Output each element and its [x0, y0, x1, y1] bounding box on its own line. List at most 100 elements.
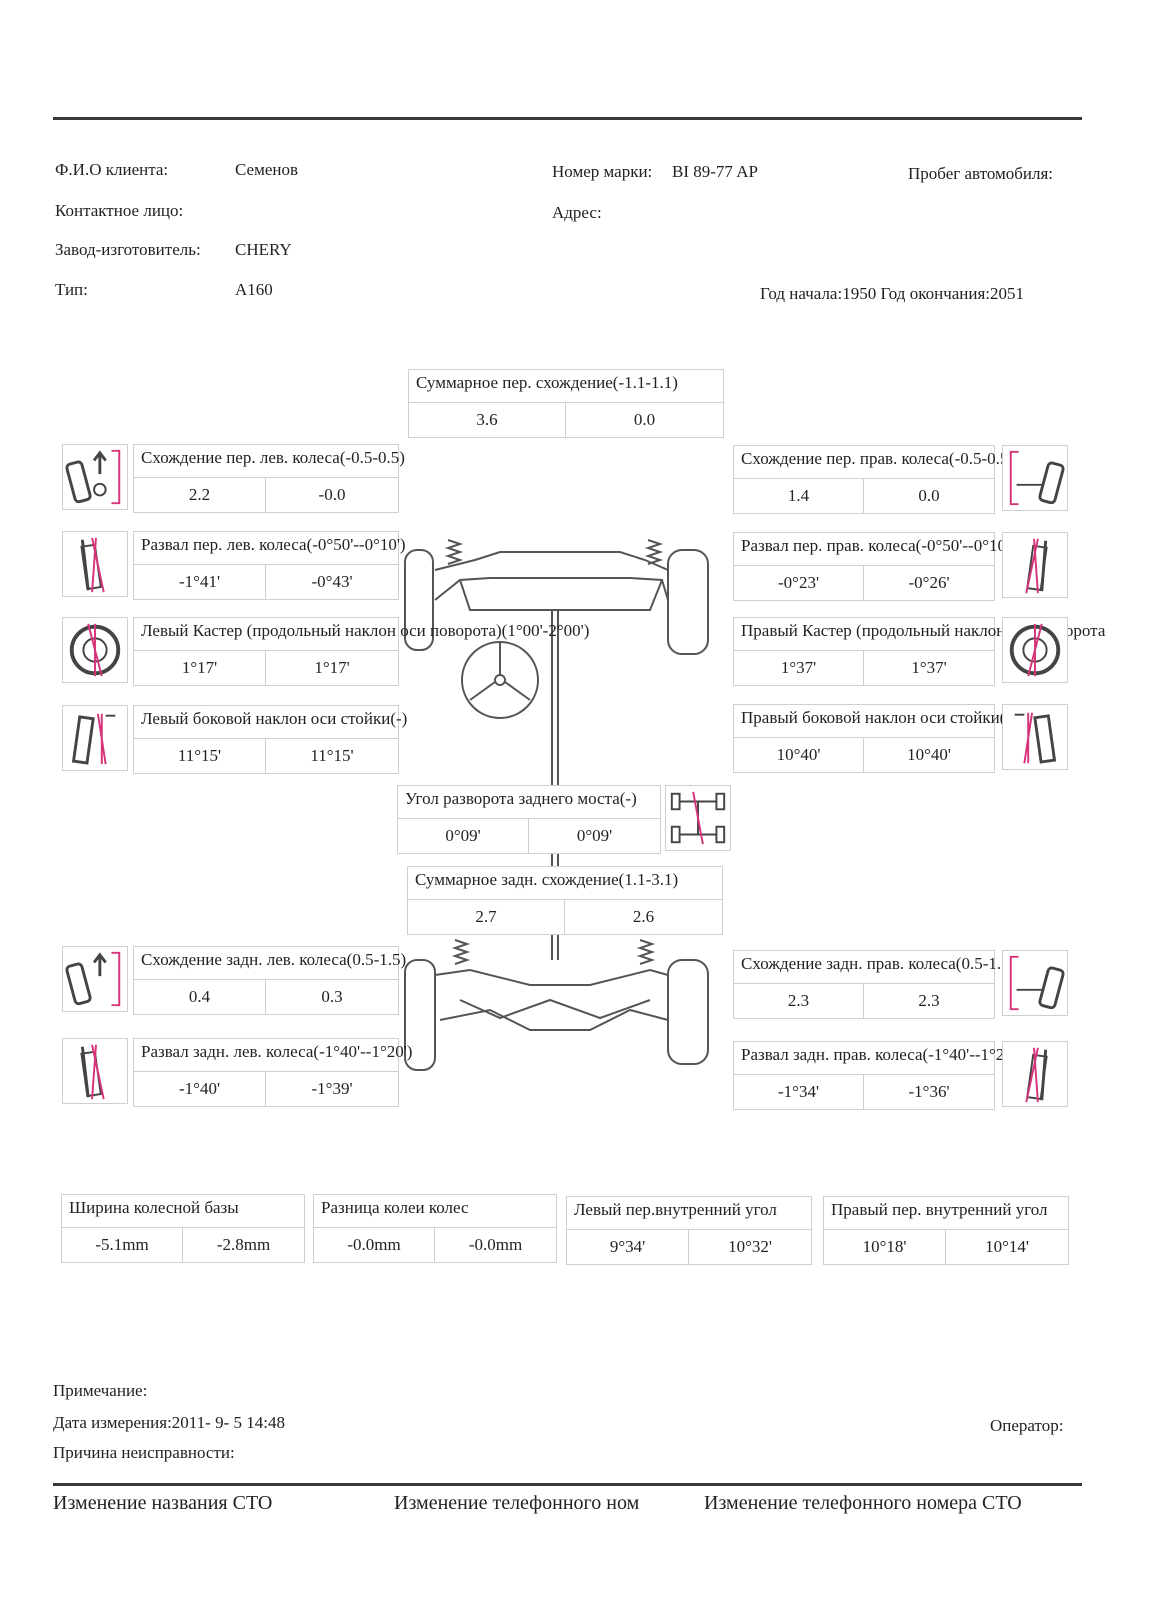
thrust-angle-before: 0°09' [398, 818, 529, 853]
shop-phone-a: Изменение телефонного ном [394, 1492, 640, 1514]
plate-label: Номер марки: [552, 162, 653, 181]
rear-right-camber-box: Развал задн. прав. колеса(-1°40'--1°20')… [733, 1041, 1022, 1110]
thrust-angle-title: Угол разворота заднего моста(-) [405, 789, 637, 808]
rear-left-camber-title: Развал задн. лев. колеса(-1°40'--1°20') [141, 1042, 413, 1061]
left-inner-angle-before: 9°34' [567, 1229, 689, 1264]
front-left-toe-title: Схождение пер. лев. колеса(-0.5-0.5) [141, 448, 405, 467]
left-kpi-title: Левый боковой наклон оси стойки(-) [141, 709, 408, 728]
caster-icon-right [1002, 617, 1068, 683]
front-left-toe-before: 2.2 [134, 477, 266, 512]
type-label: Тип: [55, 280, 88, 299]
rear-total-toe-title: Суммарное задн. схождение(1.1-3.1) [415, 870, 679, 889]
plate-value: BI 89-77 AP [672, 162, 758, 181]
kpi-icon-right [1002, 704, 1068, 770]
rear-left-camber-before: -1°40' [134, 1071, 266, 1106]
rear-right-camber-title: Развал задн. прав. колеса(-1°40'--1°20') [741, 1045, 1022, 1064]
right-inner-angle-after: 10°14' [946, 1229, 1068, 1264]
rear-right-camber-before: -1°34' [734, 1074, 864, 1109]
years-range: Год начала:1950 Год окончания:2051 [760, 284, 1025, 303]
thrust-angle-box: Угол разворота заднего моста(-) 0°09' 0°… [397, 785, 661, 854]
left-caster-box: Левый Кастер (продольный наклон оси пово… [133, 617, 589, 686]
rear-left-camber-after: -1°39' [266, 1071, 398, 1106]
front-total-toe-after: 0.0 [566, 402, 723, 437]
client-value: Семенов [235, 160, 299, 179]
right-caster-before: 1°37' [734, 650, 864, 685]
left-kpi-box: Левый боковой наклон оси стойки(-) 11°15… [133, 705, 407, 774]
thrust-angle-after: 0°09' [529, 818, 660, 853]
client-label: Ф.И.О клиента: [55, 160, 169, 179]
top-rule [53, 117, 1082, 120]
right-caster-after: 1°37' [864, 650, 994, 685]
front-left-camber-title: Развал пер. лев. колеса(-0°50'--0°10') [141, 535, 406, 554]
camber-icon-rear-left [62, 1038, 128, 1104]
rear-total-toe-before: 2.7 [408, 899, 565, 934]
right-inner-angle-box: Правый пер. внутренний угол 10°18' 10°14… [823, 1196, 1069, 1265]
rear-total-toe-box: Суммарное задн. схождение(1.1-3.1) 2.7 2… [407, 866, 723, 935]
front-left-camber-box: Развал пер. лев. колеса(-0°50'--0°10') -… [133, 531, 406, 600]
cause-label: Причина неисправности: [53, 1443, 235, 1462]
front-right-toe-box: Схождение пер. прав. колеса(-0.5-0.5) 1.… [733, 445, 1014, 514]
rear-left-toe-box: Схождение задн. лев. колеса(0.5-1.5) 0.4… [133, 946, 406, 1015]
front-right-camber-box: Развал пер. прав. колеса(-0°50'--0°10') … [733, 532, 1015, 601]
front-right-camber-before: -0°23' [734, 565, 864, 600]
right-inner-angle-before: 10°18' [824, 1229, 946, 1264]
front-total-toe-title: Суммарное пер. схождение(-1.1-1.1) [416, 373, 678, 392]
left-caster-title: Левый Кастер (продольный наклон оси пово… [141, 621, 590, 640]
camber-icon-front-left [62, 531, 128, 597]
front-left-camber-after: -0°43' [266, 564, 398, 599]
type-value: A160 [235, 280, 273, 299]
toe-icon-rear-left [62, 946, 128, 1012]
mileage-label: Пробег автомобиля: [908, 164, 1054, 183]
rear-right-toe-after: 2.3 [864, 983, 994, 1018]
left-kpi-before: 11°15' [134, 738, 266, 773]
rear-left-toe-after: 0.3 [266, 979, 398, 1014]
front-left-toe-box: Схождение пер. лев. колеса(-0.5-0.5) 2.2… [133, 444, 405, 513]
right-kpi-after: 10°40' [864, 737, 994, 772]
left-inner-angle-box: Левый пер.внутренний угол 9°34' 10°32' [566, 1196, 812, 1265]
track-diff-title: Разница колеи колес [321, 1198, 469, 1217]
shop-name: Изменение названия СТО [53, 1492, 273, 1514]
address-label: Адрес: [552, 203, 602, 222]
left-kpi-after: 11°15' [266, 738, 398, 773]
left-caster-before: 1°17' [134, 650, 266, 685]
rear-right-toe-title: Схождение задн. прав. колеса(0.5-1.5) [741, 954, 1016, 973]
rear-left-toe-before: 0.4 [134, 979, 266, 1014]
rear-left-toe-title: Схождение задн. лев. колеса(0.5-1.5) [141, 950, 407, 969]
toe-icon-front-left [62, 444, 128, 510]
bottom-rule [53, 1483, 1082, 1486]
rear-right-toe-before: 2.3 [734, 983, 864, 1018]
front-right-toe-title: Схождение пер. прав. колеса(-0.5-0.5) [741, 449, 1015, 468]
left-caster-after: 1°17' [266, 650, 398, 685]
maker-label: Завод-изготовитель: [55, 240, 201, 259]
left-inner-angle-after: 10°32' [689, 1229, 811, 1264]
track-diff-before: -0.0mm [314, 1227, 435, 1262]
rear-right-camber-after: -1°36' [864, 1074, 994, 1109]
front-right-toe-after: 0.0 [864, 478, 994, 513]
measurement-date: Дата измерения:2011- 9- 5 14:48 [53, 1413, 285, 1432]
wheelbase-after: -2.8mm [183, 1227, 304, 1262]
right-inner-angle-title: Правый пер. внутренний угол [831, 1200, 1048, 1219]
operator-label: Оператор: [990, 1416, 1064, 1435]
right-kpi-before: 10°40' [734, 737, 864, 772]
rear-right-toe-box: Схождение задн. прав. колеса(0.5-1.5) 2.… [733, 950, 1015, 1019]
front-left-camber-before: -1°41' [134, 564, 266, 599]
right-kpi-title: Правый боковой наклон оси стойки(-) [741, 708, 1017, 727]
caster-icon-left [62, 617, 128, 683]
shop-phone-b: Изменение телефонного номера СТО [704, 1492, 1022, 1514]
front-right-camber-title: Развал пер. прав. колеса(-0°50'--0°10') [741, 536, 1015, 555]
remark-label: Примечание: [53, 1381, 148, 1400]
toe-icon-rear-right [1002, 950, 1068, 1016]
right-caster-box: Правый Кастер (продольный наклон оси пов… [733, 617, 1105, 686]
wheelbase-title: Ширина колесной базы [69, 1198, 239, 1217]
front-total-toe-box: Суммарное пер. схождение(-1.1-1.1) 3.6 0… [408, 369, 724, 438]
front-right-camber-after: -0°26' [864, 565, 994, 600]
camber-icon-front-right [1002, 532, 1068, 598]
wheelbase-box: Ширина колесной базы -5.1mm -2.8mm [61, 1194, 305, 1263]
front-total-toe-before: 3.6 [409, 402, 566, 437]
track-diff-after: -0.0mm [435, 1227, 556, 1262]
front-left-toe-after: -0.0 [266, 477, 398, 512]
camber-icon-rear-right [1002, 1041, 1068, 1107]
track-diff-box: Разница колеи колес -0.0mm -0.0mm [313, 1194, 557, 1263]
wheelbase-before: -5.1mm [62, 1227, 183, 1262]
maker-value: CHERY [235, 240, 292, 259]
